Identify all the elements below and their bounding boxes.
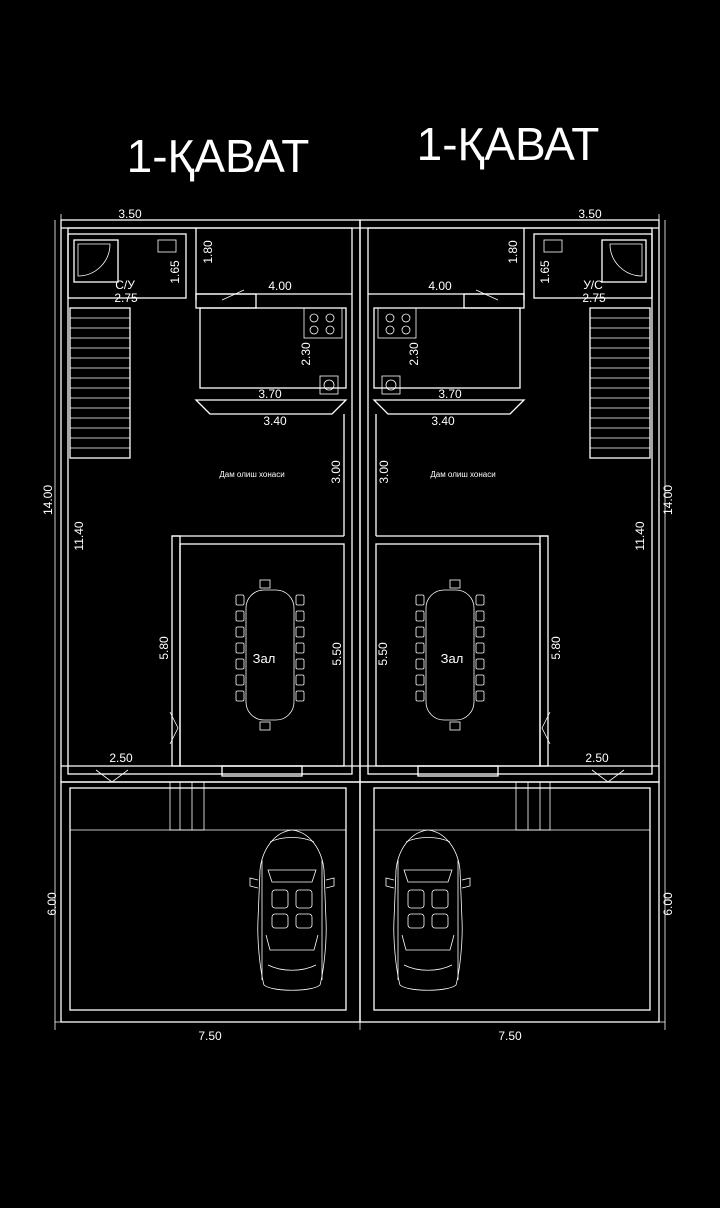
dining-chairs-left <box>235 579 305 731</box>
dim-top-right: 3.50 <box>578 207 602 221</box>
room-left-lounge: Дам олиш хонаси <box>219 470 284 479</box>
dim-right-180: 1.80 <box>506 240 520 264</box>
dim-left-300: 3.00 <box>329 460 343 484</box>
room-right-hall: Зал <box>441 651 464 666</box>
dim-right-550: 5.50 <box>376 642 390 666</box>
dim-left-230: 2.30 <box>299 342 313 366</box>
dim-right-370: 3.70 <box>438 387 462 401</box>
room-right-bath: У/С <box>583 278 603 292</box>
dim-left-275: 2.75 <box>114 291 138 305</box>
dim-left-250: 2.50 <box>109 751 133 765</box>
room-right-lounge: Дам олиш хонаси <box>430 470 495 479</box>
dim-right-580: 5.80 <box>549 636 563 660</box>
dim-left-600: 6.00 <box>45 892 59 916</box>
right-unit-plan <box>359 219 660 1023</box>
dim-left-165: 1.65 <box>168 260 182 284</box>
room-left-hall: Зал <box>253 651 276 666</box>
dim-left-340: 3.40 <box>263 414 287 428</box>
dim-right-600: 6.00 <box>661 892 675 916</box>
dim-right-275: 2.75 <box>582 291 606 305</box>
dim-bottom-right: 7.50 <box>498 1029 522 1043</box>
dim-right-340: 3.40 <box>431 414 455 428</box>
stairs-left <box>70 317 130 449</box>
car-left-icon <box>249 829 335 991</box>
dim-right-250: 2.50 <box>585 751 609 765</box>
dim-top-left: 3.50 <box>118 207 142 221</box>
left-unit-plan <box>60 219 361 1023</box>
dim-left-1400: 14.00 <box>41 485 55 515</box>
dim-right-230: 2.30 <box>407 342 421 366</box>
dim-left-1140: 11.40 <box>72 521 86 550</box>
dim-right-165: 1.65 <box>538 260 552 284</box>
left-floor-title: 1-ҚАВАТ <box>127 130 310 182</box>
dimension-lines <box>54 214 666 1030</box>
dim-right-1140: 11.40 <box>633 521 647 550</box>
dim-bottom-left: 7.50 <box>198 1029 222 1043</box>
dim-right-300: 3.00 <box>377 460 391 484</box>
dim-right-1400: 14.00 <box>661 485 675 515</box>
dim-left-580: 5.80 <box>157 636 171 660</box>
dim-left-180: 1.80 <box>201 240 215 264</box>
dim-left-550: 5.50 <box>330 642 344 666</box>
dim-right-400: 4.00 <box>428 279 452 293</box>
dim-left-400: 4.00 <box>268 279 292 293</box>
dim-left-370: 3.70 <box>258 387 282 401</box>
right-floor-title: 1-ҚАВАТ <box>417 118 600 170</box>
room-left-bath: С/У <box>115 278 135 292</box>
